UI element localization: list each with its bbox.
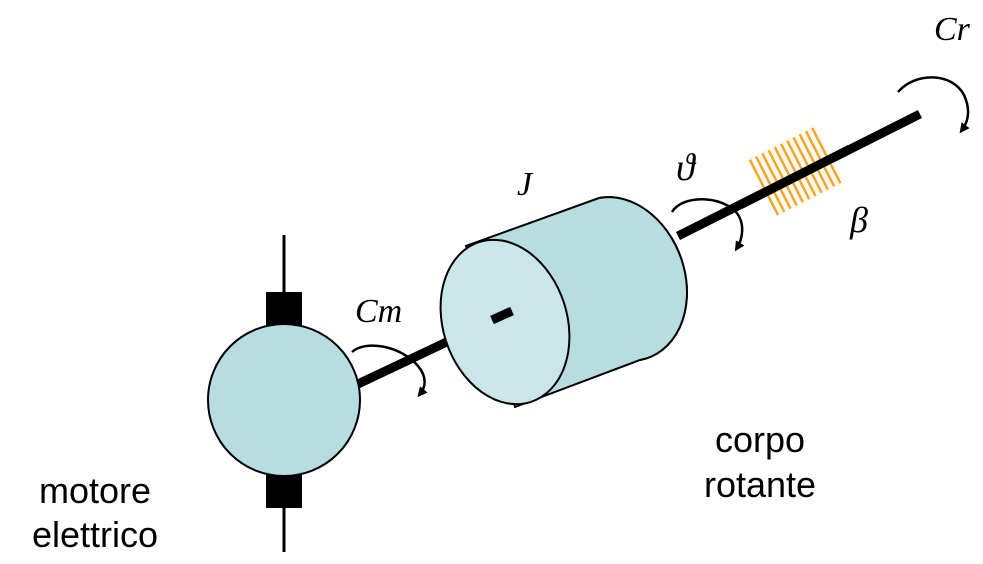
rotating-cylinder [439,196,688,409]
label-beta: β [849,200,868,240]
label-body-line2: rotante [704,464,816,505]
label-theta: ϑ [676,147,697,189]
cm-torque-arrow [351,344,428,398]
label-motor-line1: motore [39,470,151,511]
shaft-through-bearing [737,144,853,210]
bearing-friction [747,124,845,218]
shaft-inner-stub [490,306,514,325]
motor-body [207,323,361,477]
label-motor-line2: elettrico [32,514,158,555]
cylinder-front-face [439,238,571,406]
label-j: J [517,166,534,203]
label-cr: Cr [934,11,971,48]
motor [207,235,361,552]
theta-rotation-arrow [670,198,745,252]
motor-brush-bottom [266,472,302,508]
cylinder-side-outline [598,196,688,361]
label-cm: Cm [355,293,402,330]
label-body-line1: corpo [715,419,805,460]
cr-torque-arrow [897,76,970,134]
